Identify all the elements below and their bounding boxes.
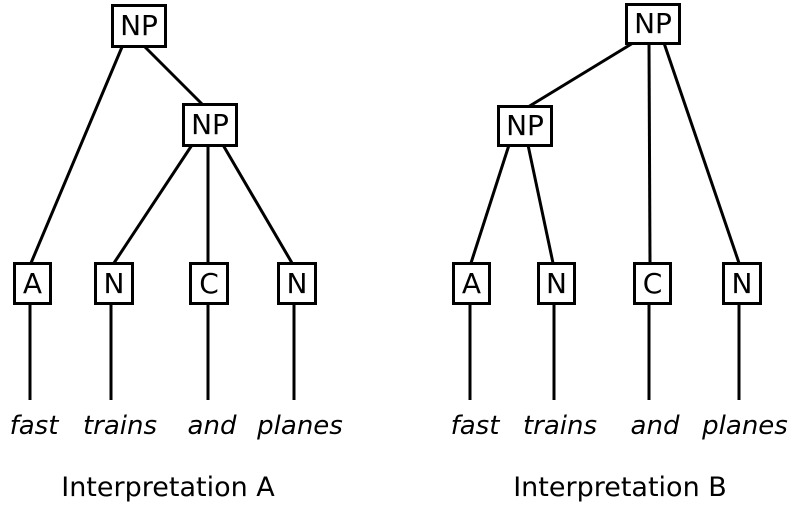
tree-a-word-planes: planes xyxy=(257,411,343,441)
tree-b-word-and: and xyxy=(630,411,680,441)
tree-b-edge-root-to-inner-np xyxy=(527,41,634,109)
tree-b-edge-inner-np-to-n1 xyxy=(526,144,555,264)
tree-a-leaf-c-node: C xyxy=(189,262,229,305)
tree-b-leaf-n2-node: N xyxy=(722,262,762,305)
tree-a-edge-root-to-inner-np xyxy=(143,45,205,107)
tree-a-root-np-node: NP xyxy=(111,4,167,48)
tree-b-leaf-a-node: A xyxy=(452,262,491,305)
tree-b-caption: Interpretation B xyxy=(513,472,727,503)
tree-b-edge-root-to-n2 xyxy=(662,42,741,264)
tree-b-edge-inner-np-to-a xyxy=(469,144,511,264)
tree-a-leaf-a-node: A xyxy=(13,262,52,305)
tree-a-edge-inner-np-to-n2 xyxy=(221,144,294,264)
tree-b-leaf-c-node: C xyxy=(633,262,672,305)
tree-a-word-and: and xyxy=(187,411,237,441)
tree-b-leaf-n1-node: N xyxy=(537,262,576,305)
tree-b-word-fast: fast xyxy=(450,411,500,441)
tree-a-edge-inner-np-to-n1 xyxy=(112,144,194,264)
tree-a-leaf-n2-node: N xyxy=(277,262,317,305)
tree-b-root-np-node: NP xyxy=(625,3,681,45)
tree-a-inner-np-node: NP xyxy=(182,103,238,147)
tree-b-word-trains: trains xyxy=(522,411,598,441)
tree-b-inner-np-node: NP xyxy=(497,105,553,147)
tree-b-edge-root-to-c xyxy=(647,42,652,264)
tree-b-word-planes: planes xyxy=(702,411,788,441)
tree-a-leaf-n1-node: N xyxy=(94,262,134,305)
tree-a-edge-root-to-a xyxy=(29,46,124,264)
tree-a-word-trains: trains xyxy=(82,411,158,441)
tree-a-word-fast: fast xyxy=(9,411,59,441)
tree-a-caption: Interpretation A xyxy=(61,472,275,503)
